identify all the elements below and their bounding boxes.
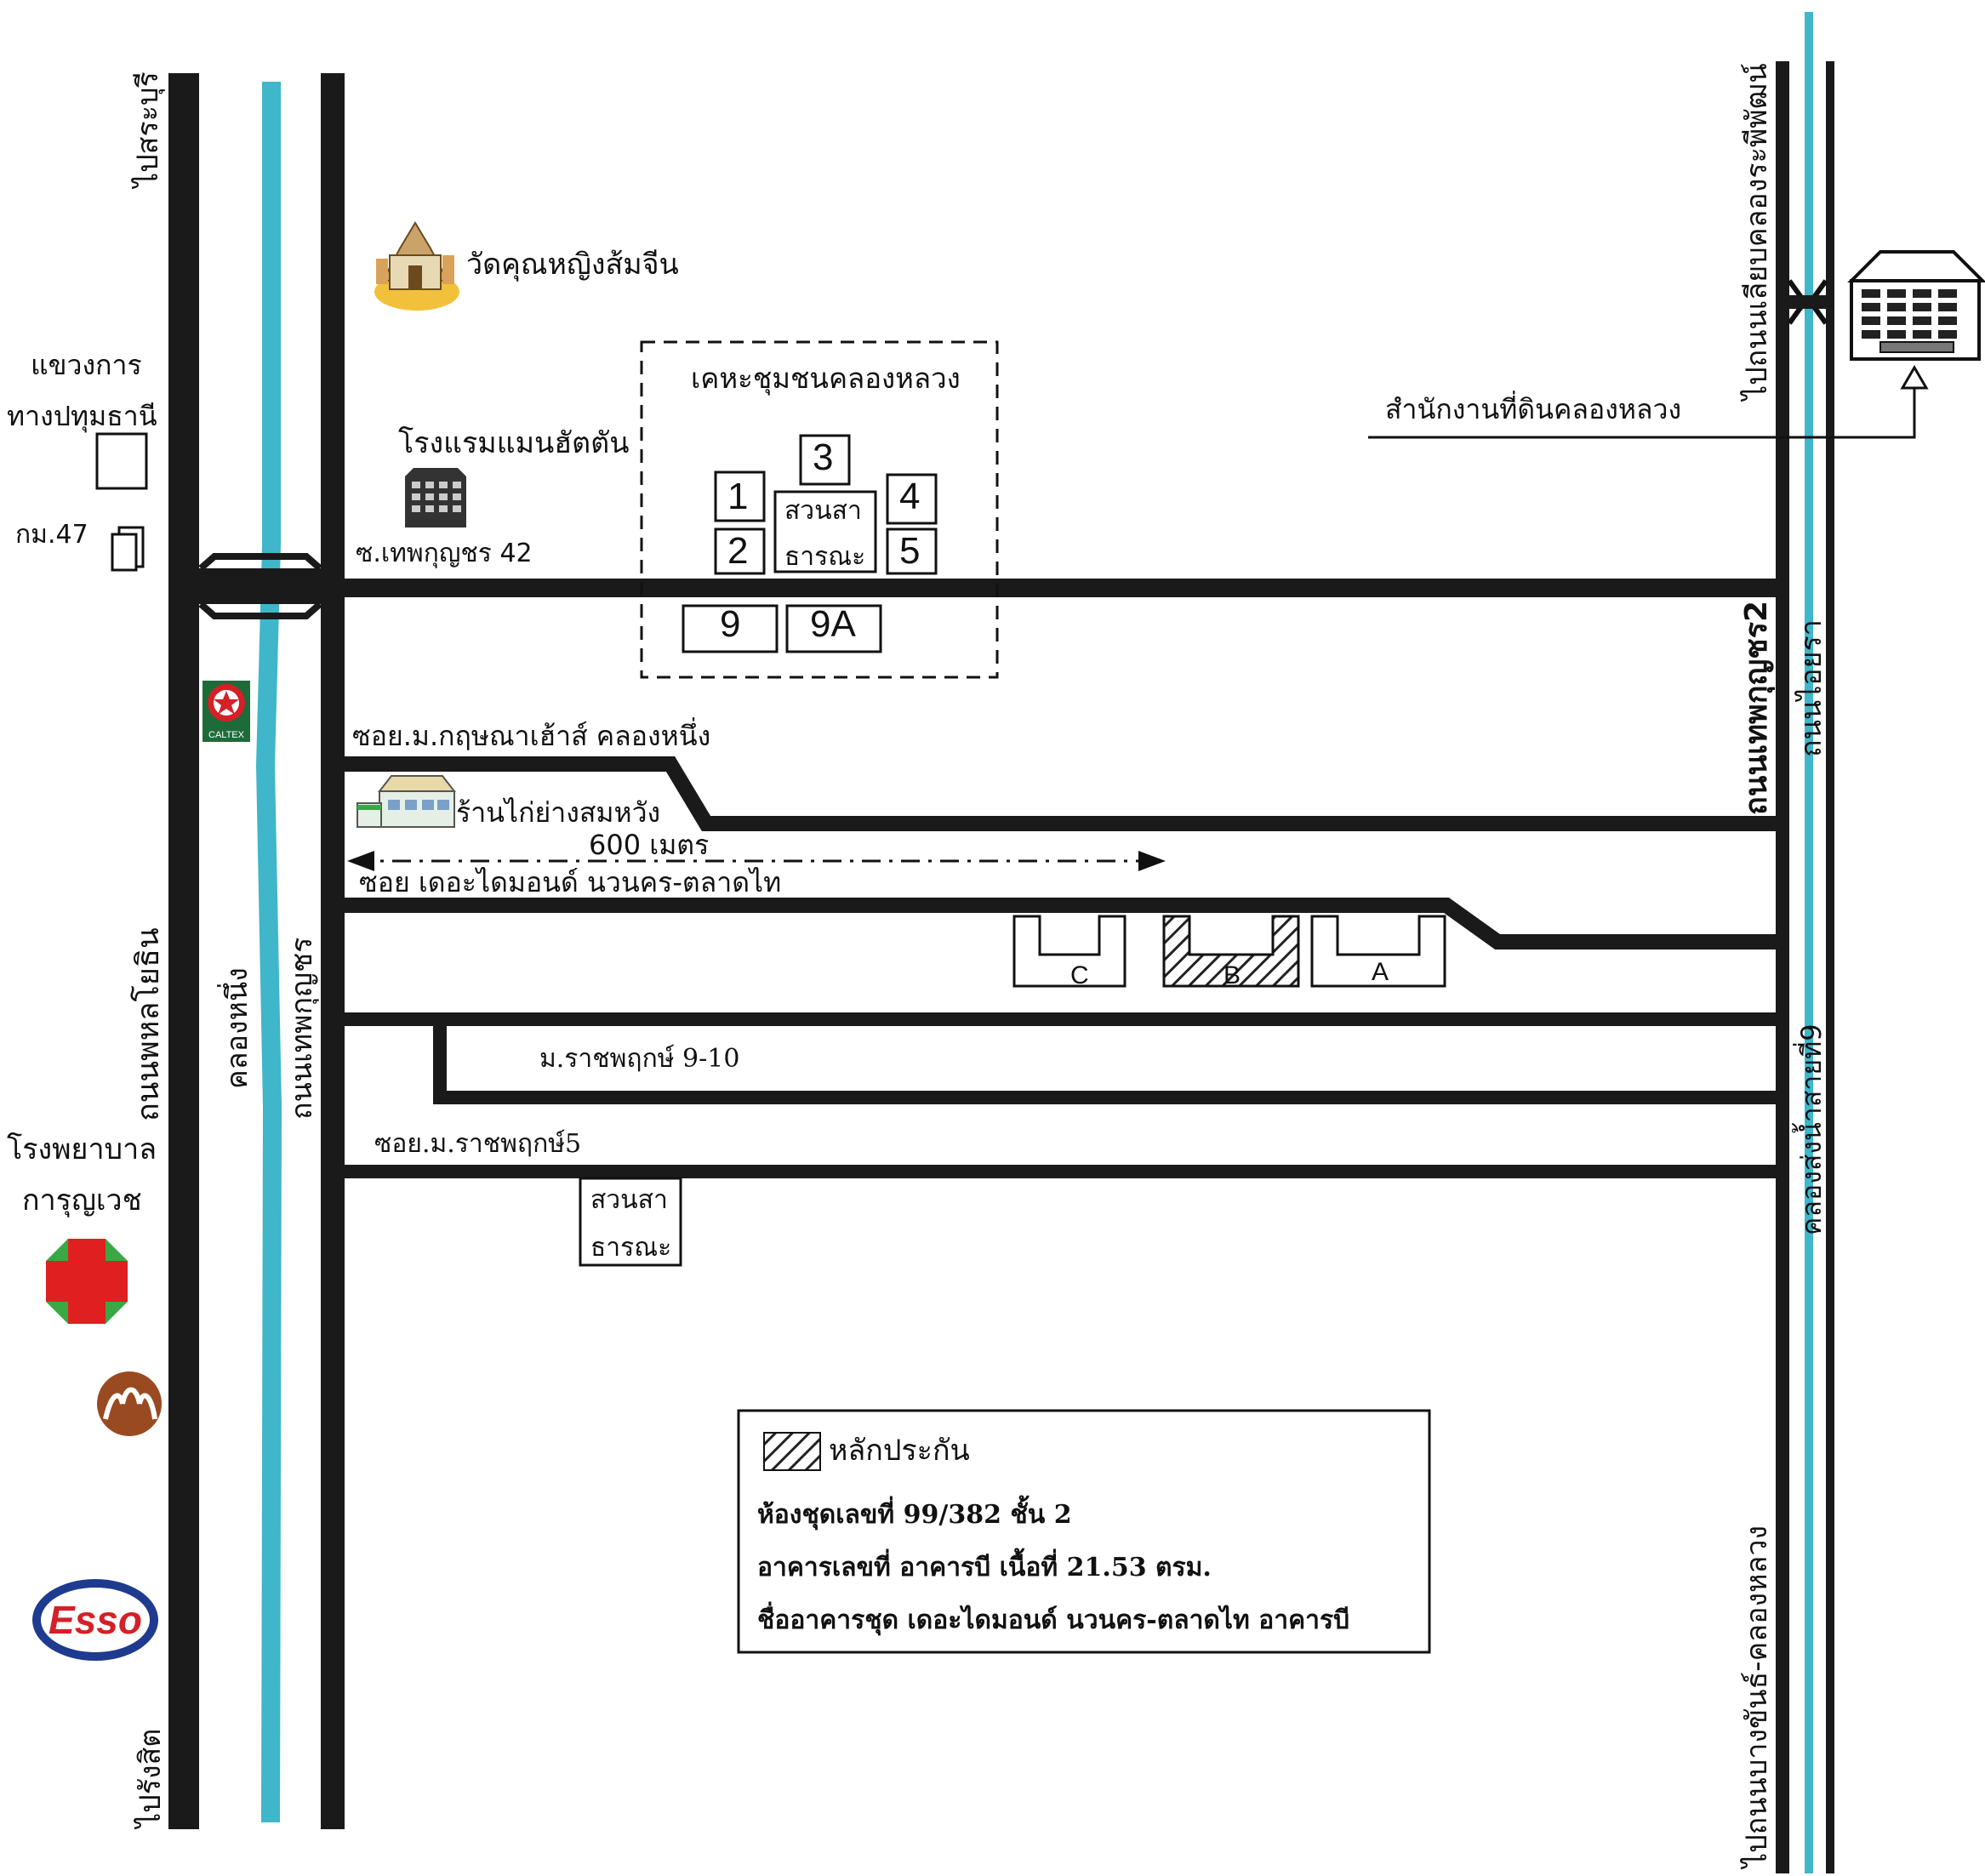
label-hospital-2: การุญเวช bbox=[22, 1183, 142, 1217]
label-to-rangsit: ไปรังสิต bbox=[134, 1729, 168, 1830]
aiyara-road bbox=[1826, 61, 1834, 1873]
soi-ratchaphruek-5 bbox=[345, 1165, 1776, 1178]
distance-line bbox=[347, 851, 1166, 871]
label-km47: กม.47 bbox=[15, 520, 88, 550]
highway-office-marker bbox=[95, 432, 148, 490]
label-park-2: ธารณะ bbox=[784, 542, 865, 572]
legend-hatch-swatch bbox=[763, 1432, 821, 1471]
esso-logo: Esso bbox=[32, 1579, 158, 1661]
label-khlong-nueng: คลองหนึ่ง bbox=[217, 967, 254, 1089]
block-4 bbox=[886, 473, 938, 525]
lower-park bbox=[579, 1177, 682, 1267]
label-park-1: สวนสา bbox=[784, 496, 862, 526]
label-to-saraburi: ไปสระบุรี bbox=[131, 71, 165, 190]
community-area bbox=[640, 340, 999, 679]
caltex-text: CALTEX bbox=[208, 730, 245, 740]
esso-text: Esso bbox=[48, 1598, 142, 1642]
office-building-icon bbox=[1847, 250, 1985, 361]
legend-building: อาคารเลขที่ อาคารบี เนื้อที่ 21.53 ตรม. bbox=[757, 1548, 1212, 1582]
khlong-9-canal bbox=[1805, 12, 1813, 1873]
park-block bbox=[773, 490, 877, 573]
land-office-arrow bbox=[1900, 365, 1929, 390]
label-distance: 600 เมตร bbox=[589, 829, 709, 861]
label-block-9: 9 bbox=[720, 603, 740, 645]
label-soi-thepkunchon-42: ซ.เทพกุญชร 42 bbox=[356, 539, 533, 569]
restaurant-icon bbox=[357, 775, 457, 828]
label-road-bangkhan: ไปถนนบางขันธ์-คลองหลวง bbox=[1740, 1525, 1774, 1870]
legend-unit: ห้องชุดเลขที่ 99/382 ชั้น 2 bbox=[757, 1495, 1072, 1531]
block-3 bbox=[799, 434, 851, 486]
label-khlong-9: คลองส่งน้ำสายที่9 bbox=[1792, 1024, 1828, 1235]
label-block-4: 4 bbox=[899, 476, 920, 517]
label-block-9a: 9A bbox=[810, 603, 856, 645]
block-9a bbox=[785, 604, 882, 653]
label-soi-diamond: ซอย เดอะไดมอนด์ นวนคร-ตลาดไท bbox=[359, 866, 781, 898]
block-1 bbox=[714, 470, 766, 522]
caltex-logo: CALTEX bbox=[202, 681, 250, 742]
label-hotel: โรงแรมแมนฮัตตัน bbox=[398, 426, 629, 460]
soi-the-diamond bbox=[345, 898, 1776, 949]
label-block-1: 1 bbox=[727, 476, 748, 517]
label-hospital-1: โรงพยาบาล bbox=[7, 1132, 157, 1166]
legend-box: หลักประกัน ห้องชุดเลขที่ 99/382 ชั้น 2 อ… bbox=[737, 1409, 1431, 1654]
khlong-nueng-canal bbox=[255, 82, 282, 1823]
label-lower-park-2: ธารณะ bbox=[590, 1233, 671, 1263]
label-ratchaphruek-5: ซอย.ม.ราชพฤกษ์5 bbox=[374, 1129, 581, 1159]
label-soi-krisana: ซอย.ม.กฤษณาเฮ้าส์ คลองหนึ่ง bbox=[352, 717, 710, 752]
label-block-3: 3 bbox=[813, 436, 833, 478]
label-road-right-top: ไปถนนเลียบคลองระพีพัฒน์ bbox=[1740, 63, 1774, 402]
label-aiyara: ถนนไอยรา bbox=[1794, 619, 1828, 757]
km47-marker bbox=[111, 526, 145, 572]
land-office-leader bbox=[1368, 374, 1916, 439]
label-restaurant: ร้านไก่ย่างสมหวัง bbox=[456, 796, 660, 829]
road-lower-1 bbox=[345, 1012, 1776, 1026]
hotel-building-icon bbox=[405, 468, 466, 527]
legend-name: ชื่ออาคารชุด เดอะไดมอนด์ นวนคร-ตลาดไท อา… bbox=[757, 1601, 1349, 1636]
hospital-cross-icon bbox=[46, 1239, 128, 1324]
label-building-a: A bbox=[1372, 958, 1389, 986]
bridge bbox=[198, 553, 322, 619]
temple-icon bbox=[374, 221, 459, 311]
label-block-2: 2 bbox=[727, 530, 748, 572]
label-ratchaphruek-9-10: ม.ราชพฤกษ์ 9-10 bbox=[539, 1044, 739, 1074]
bridge-right bbox=[1787, 279, 1828, 325]
soi-krisana-house bbox=[345, 756, 1776, 831]
soi-thepkunchon-42 bbox=[345, 579, 1776, 597]
label-highway-office-1: แขวงการ bbox=[31, 349, 142, 381]
label-temple: วัดคุณหญิงส้มจีน bbox=[466, 248, 679, 282]
block-2 bbox=[714, 527, 766, 575]
label-thepkunchon-2: ถนนเทพกุญชร2 bbox=[1739, 601, 1776, 815]
label-block-5: 5 bbox=[899, 530, 920, 572]
legend-collateral: หลักประกัน bbox=[829, 1434, 970, 1468]
bank-logo-icon bbox=[97, 1371, 162, 1436]
label-community: เคหะชุมชนคลองหลวง bbox=[691, 362, 961, 396]
soi-ratchaphruek-9-10-loop bbox=[433, 1019, 1776, 1104]
thepkunchon-2-road bbox=[1776, 61, 1789, 1873]
block-5 bbox=[886, 527, 938, 575]
label-building-b: B bbox=[1224, 961, 1241, 989]
phahonyothin-road bbox=[168, 73, 199, 1829]
label-land-office: สำนักงานที่ดินคลองหลวง bbox=[1385, 391, 1681, 425]
label-building-c: C bbox=[1070, 961, 1089, 989]
label-lower-park-1: สวนสา bbox=[590, 1185, 668, 1215]
thepkunchon-road bbox=[321, 73, 345, 1829]
block-9 bbox=[682, 604, 779, 653]
label-phahon: ถนนพหลโยธิน bbox=[130, 927, 166, 1121]
label-highway-office-2: ทางปทุมธานี bbox=[7, 400, 157, 433]
building-c bbox=[1012, 915, 1127, 988]
building-b-collateral bbox=[1162, 915, 1300, 988]
community-blocks bbox=[682, 434, 938, 653]
building-a bbox=[1310, 915, 1446, 988]
label-thepkunchon: ถนนเทพกุญชร bbox=[285, 938, 319, 1120]
